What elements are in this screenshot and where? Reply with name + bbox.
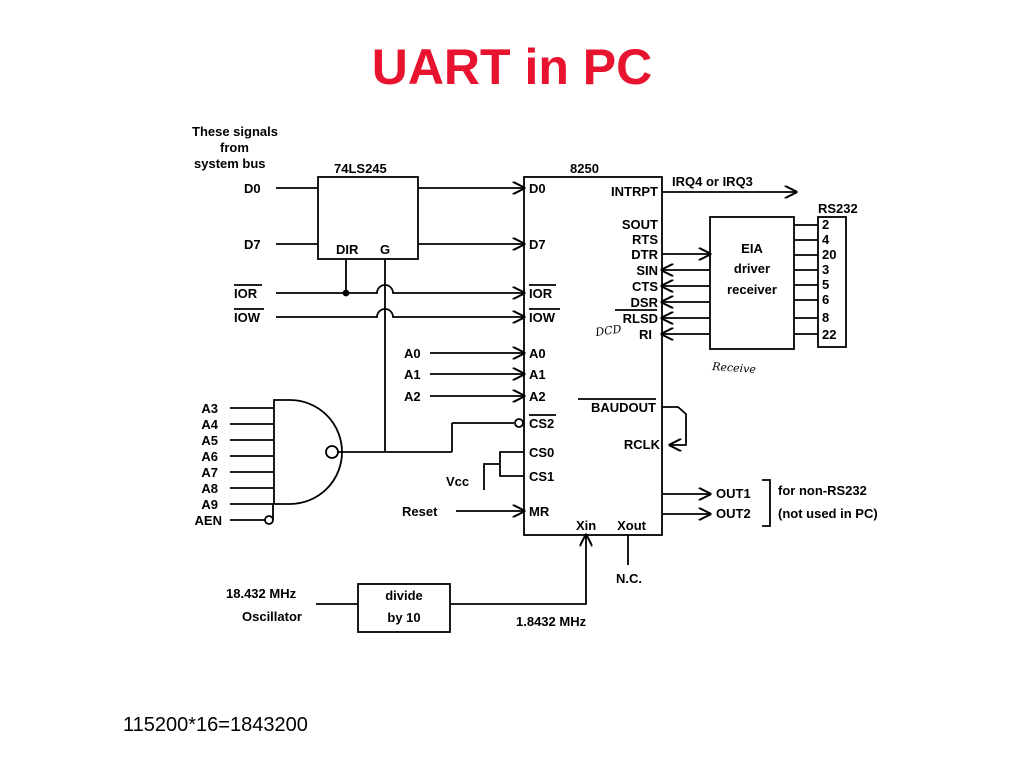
rs232-pin: 4 — [822, 232, 830, 247]
bus-signal-label: IOW — [234, 310, 261, 325]
buffer-chip-body — [317, 176, 419, 260]
uart-pin-left: A0 — [529, 346, 546, 361]
uart-pin-right: BAUDOUT — [591, 400, 656, 415]
nand-input-label: A7 — [201, 465, 218, 480]
rs232-pin: 20 — [822, 247, 836, 262]
uart-pin-left: CS2 — [529, 416, 554, 431]
clock-label: 1.8432 MHz — [516, 614, 587, 629]
rs232-pin: 8 — [822, 310, 829, 325]
uart-pin-left: MR — [529, 504, 550, 519]
rs232-connector — [817, 216, 847, 348]
reset-label: Reset — [402, 504, 438, 519]
output-note: for non-RS232 — [778, 483, 867, 498]
irq-label: IRQ4 or IRQ3 — [672, 174, 753, 189]
nc-label: N.C. — [616, 571, 642, 586]
vcc-label: Vcc — [446, 474, 469, 489]
bus-signal-label: A1 — [404, 367, 421, 382]
bus-note-line: from — [220, 140, 249, 155]
baud-formula: 115200*16=1843200 — [123, 714, 308, 736]
uart-pin-left: CS1 — [529, 469, 554, 484]
divider-line: divide — [385, 588, 423, 603]
output-label: OUT2 — [716, 506, 751, 521]
uart-pin-right: SOUT — [622, 217, 658, 232]
slide-title: UART in PC — [371, 39, 653, 95]
uart-pin-right: RCLK — [624, 437, 661, 452]
eia-label-line: driver — [734, 261, 770, 276]
bus-signal-label: A2 — [404, 389, 421, 404]
uart-pin-right: RTS — [632, 232, 658, 247]
buffer-chip-label: 74LS245 — [334, 161, 387, 176]
oscillator-name: Oscillator — [242, 609, 302, 624]
divider-line: by 10 — [387, 610, 420, 625]
buffer-pin-g: G — [380, 242, 390, 257]
bus-signal-label: D7 — [244, 237, 261, 252]
rs232-pin: 2 — [822, 217, 829, 232]
output-note: (not used in PC) — [778, 506, 878, 521]
rs232-pin: 5 — [822, 277, 829, 292]
bus-note-line: system bus — [194, 156, 266, 171]
bus-signal-label: A0 — [404, 346, 421, 361]
nand-input-label: A4 — [201, 417, 218, 432]
uart-pin-left: IOW — [529, 310, 556, 325]
bus-signal-label: D0 — [244, 181, 261, 196]
buffer-pin-dir: DIR — [336, 242, 359, 257]
uart-pin-right: DSR — [631, 295, 659, 310]
nand-input-label: A3 — [201, 401, 218, 416]
handwritten-dcd: DCD — [594, 322, 623, 339]
nand-gate — [273, 399, 343, 505]
nand-input-label: A9 — [201, 497, 218, 512]
uart-pin-left: A2 — [529, 389, 546, 404]
eia-label-line: receiver — [727, 282, 777, 297]
nand-input-label: A5 — [201, 433, 218, 448]
uart-pin-right: SIN — [636, 263, 658, 278]
uart-pin-left: D7 — [529, 237, 546, 252]
uart-pin-right: DTR — [631, 247, 658, 262]
nand-input-label: AEN — [195, 513, 222, 528]
eia-label-line: EIA — [741, 241, 763, 256]
bus-note-line: These signals — [192, 124, 278, 139]
nand-input-label: A8 — [201, 481, 218, 496]
uart-chip-label: 8250 — [570, 161, 599, 176]
uart-pin-left: IOR — [529, 286, 553, 301]
oscillator-freq: 18.432 MHz — [226, 586, 297, 601]
rs232-pin: 22 — [822, 327, 836, 342]
output-label: OUT1 — [716, 486, 751, 501]
eia-box — [709, 216, 795, 350]
rs232-label: RS232 — [818, 201, 858, 216]
uart-pin-right: CTS — [632, 279, 658, 294]
divider-box — [357, 583, 451, 633]
rs232-pin: 6 — [822, 292, 829, 307]
uart-pin-right: INTRPT — [611, 184, 658, 199]
uart-pin-left: D0 — [529, 181, 546, 196]
uart-pin-left: Xin — [576, 518, 596, 533]
rs232-pin: 3 — [822, 262, 829, 277]
uart-pin-right: RLSD — [623, 311, 658, 326]
uart-pin-left: A1 — [529, 367, 546, 382]
uart-pin-right: Xout — [617, 518, 647, 533]
uart-pin-left: CS0 — [529, 445, 554, 460]
bus-signal-label: IOR — [234, 286, 258, 301]
nand-input-label: A6 — [201, 449, 218, 464]
handwritten-receive: Receive — [711, 360, 757, 376]
uart-pin-right: RI — [639, 327, 652, 342]
